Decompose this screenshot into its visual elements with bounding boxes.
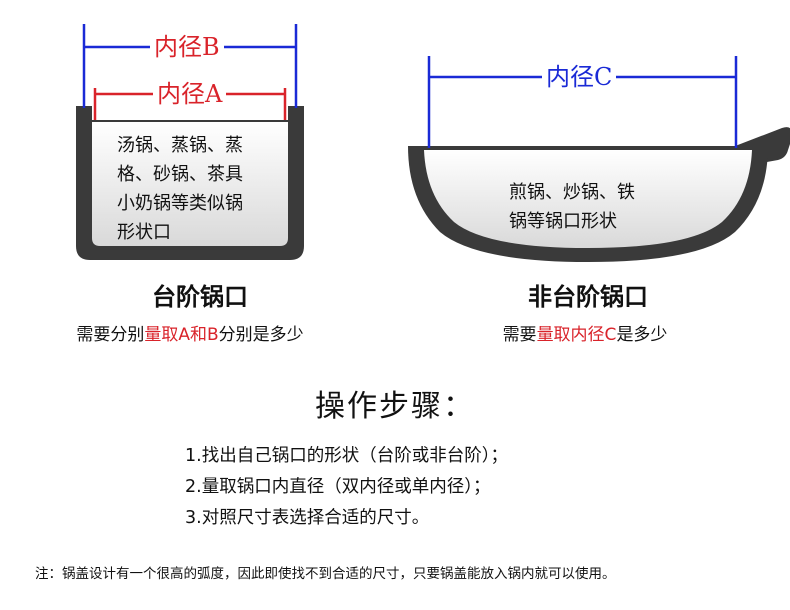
- non-stepped-pot-description: 煎锅、炒锅、铁 锅等锅口形状: [509, 178, 635, 236]
- non-stepped-pot-inner: [424, 150, 752, 248]
- description-line: 形状口: [117, 222, 171, 243]
- footnote: 注：锅盖设计有一个很高的弧度，因此即使找不到合适的尺寸，只要锅盖能放入锅内就可以…: [35, 566, 616, 582]
- description-line: 格、砂锅、茶具: [117, 164, 243, 185]
- dimension-b-label: 内径B: [150, 32, 224, 62]
- non-stepped-pot-requirement: 需要量取内径C是多少: [455, 320, 715, 345]
- non-stepped-pot: [408, 127, 790, 262]
- stepped-pot-inner: [92, 122, 288, 246]
- requirement-prefix: 需要: [502, 325, 537, 345]
- requirement-highlight: 量取内径C: [536, 325, 617, 345]
- stepped-pot-description: 汤锅、蒸锅、蒸 格、砂锅、茶具 小奶锅等类似锅 形状口: [117, 131, 243, 247]
- procedure-step: 1.找出自己锅口的形状（台阶或非台阶）；: [185, 446, 508, 466]
- requirement-prefix: 需要分别: [76, 325, 145, 345]
- description-line: 煎锅、炒锅、铁: [509, 182, 635, 203]
- description-line: 小奶锅等类似锅: [117, 193, 243, 214]
- procedure-step: 2.量取锅口内直径（双内径或单内径）；: [185, 477, 491, 497]
- stepped-pot-heading: 台阶锅口: [152, 283, 248, 311]
- requirement-suffix: 是多少: [616, 325, 668, 345]
- non-stepped-pot-heading: 非台阶锅口: [528, 283, 648, 311]
- stepped-pot: [76, 106, 304, 260]
- procedure-steps: 1.找出自己锅口的形状（台阶或非台阶）； 2.量取锅口内直径（双内径或单内径）；…: [185, 441, 508, 534]
- procedure-title: 操作步骤：: [315, 389, 475, 424]
- dimension-c-label: 内径C: [542, 62, 617, 92]
- description-line: 汤锅、蒸锅、蒸: [117, 135, 243, 156]
- description-line: 锅等锅口形状: [509, 211, 617, 232]
- requirement-suffix: 分别是多少: [218, 325, 304, 345]
- stepped-pot-requirement: 需要分别量取A和B分别是多少: [40, 320, 340, 345]
- requirement-highlight: 量取A和B: [144, 325, 219, 345]
- procedure-step: 3.对照尺寸表选择合适的尺寸。: [185, 508, 430, 528]
- dimension-a-label: 内径A: [153, 79, 227, 109]
